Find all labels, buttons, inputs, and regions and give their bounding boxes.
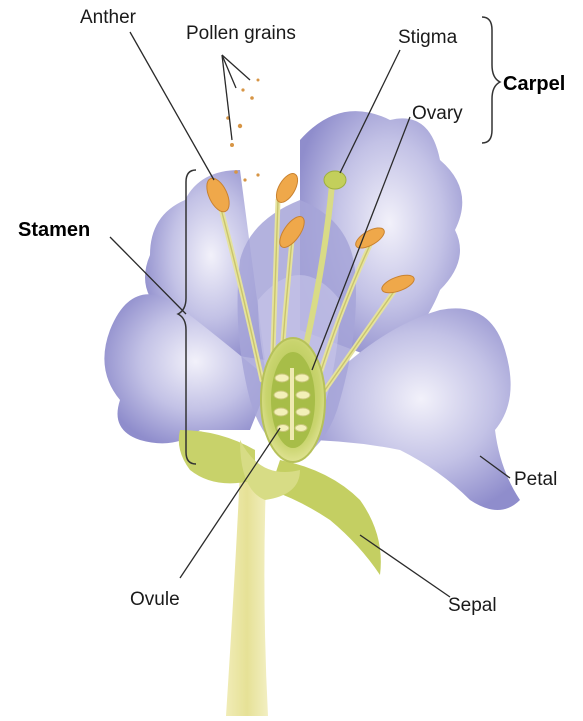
label-carpel: Carpel xyxy=(503,74,565,94)
stigma-tip xyxy=(324,171,346,189)
label-stamen: Stamen xyxy=(18,220,90,240)
stem xyxy=(226,470,268,716)
label-stigma: Stigma xyxy=(398,28,457,47)
label-anther: Anther xyxy=(80,8,136,27)
label-pollen-grains: Pollen grains xyxy=(186,24,296,43)
label-sepal: Sepal xyxy=(448,596,497,615)
carpel-bracket xyxy=(482,17,500,143)
label-ovule: Ovule xyxy=(130,590,180,609)
label-petal: Petal xyxy=(514,470,557,489)
label-ovary: Ovary xyxy=(412,104,463,123)
